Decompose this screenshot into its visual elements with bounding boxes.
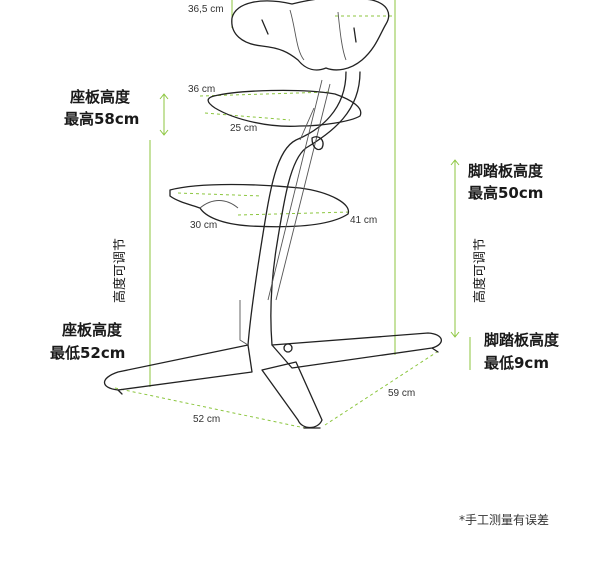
footrest-plate — [169, 183, 350, 228]
foot-max-title: 脚踏板高度 — [468, 162, 544, 180]
seat-depth-label: 25 cm — [230, 123, 257, 134]
seat-max-value: 最高58cm — [64, 110, 139, 128]
footrest-width-label: 30 cm — [190, 220, 217, 231]
base-front-leg — [261, 361, 323, 429]
foot-max-value: 最高50cm — [468, 184, 543, 202]
foot-min-title: 脚踏板高度 — [484, 331, 560, 349]
footrest-depth-label: 41 cm — [350, 215, 377, 226]
green-guide-lines — [114, 0, 471, 429]
base-left-leg — [103, 344, 253, 391]
backrest — [231, 0, 390, 71]
seat-plate — [207, 89, 362, 127]
backrest-width-label: 36,5 cm — [188, 4, 224, 15]
foot-min-value: 最低9cm — [484, 354, 549, 372]
base-depth-label: 59 cm — [388, 388, 415, 399]
column — [247, 71, 347, 346]
seat-width-label: 36 cm — [188, 84, 215, 95]
seat-min-title: 座板高度 — [61, 321, 123, 339]
height-labels: 座板高度 最高58cm 座板高度 最低52cm 脚踏板高度 最高50cm 脚踏板… — [50, 88, 560, 372]
adjustable-label-right: 高度可调节 — [472, 238, 488, 303]
adjustable-label-left: 高度可调节 — [112, 238, 128, 303]
seat-min-value: 最低52cm — [50, 344, 125, 362]
dimension-labels: 36,5 cm 36 cm 25 cm 30 cm 41 cm 52 cm 59… — [188, 4, 415, 425]
chair-drawing — [103, 0, 442, 429]
base-width-label: 52 cm — [193, 414, 220, 425]
measurement-note: *手工测量有误差 — [459, 513, 549, 527]
seat-max-title: 座板高度 — [69, 88, 131, 106]
base-right-leg — [271, 332, 442, 369]
